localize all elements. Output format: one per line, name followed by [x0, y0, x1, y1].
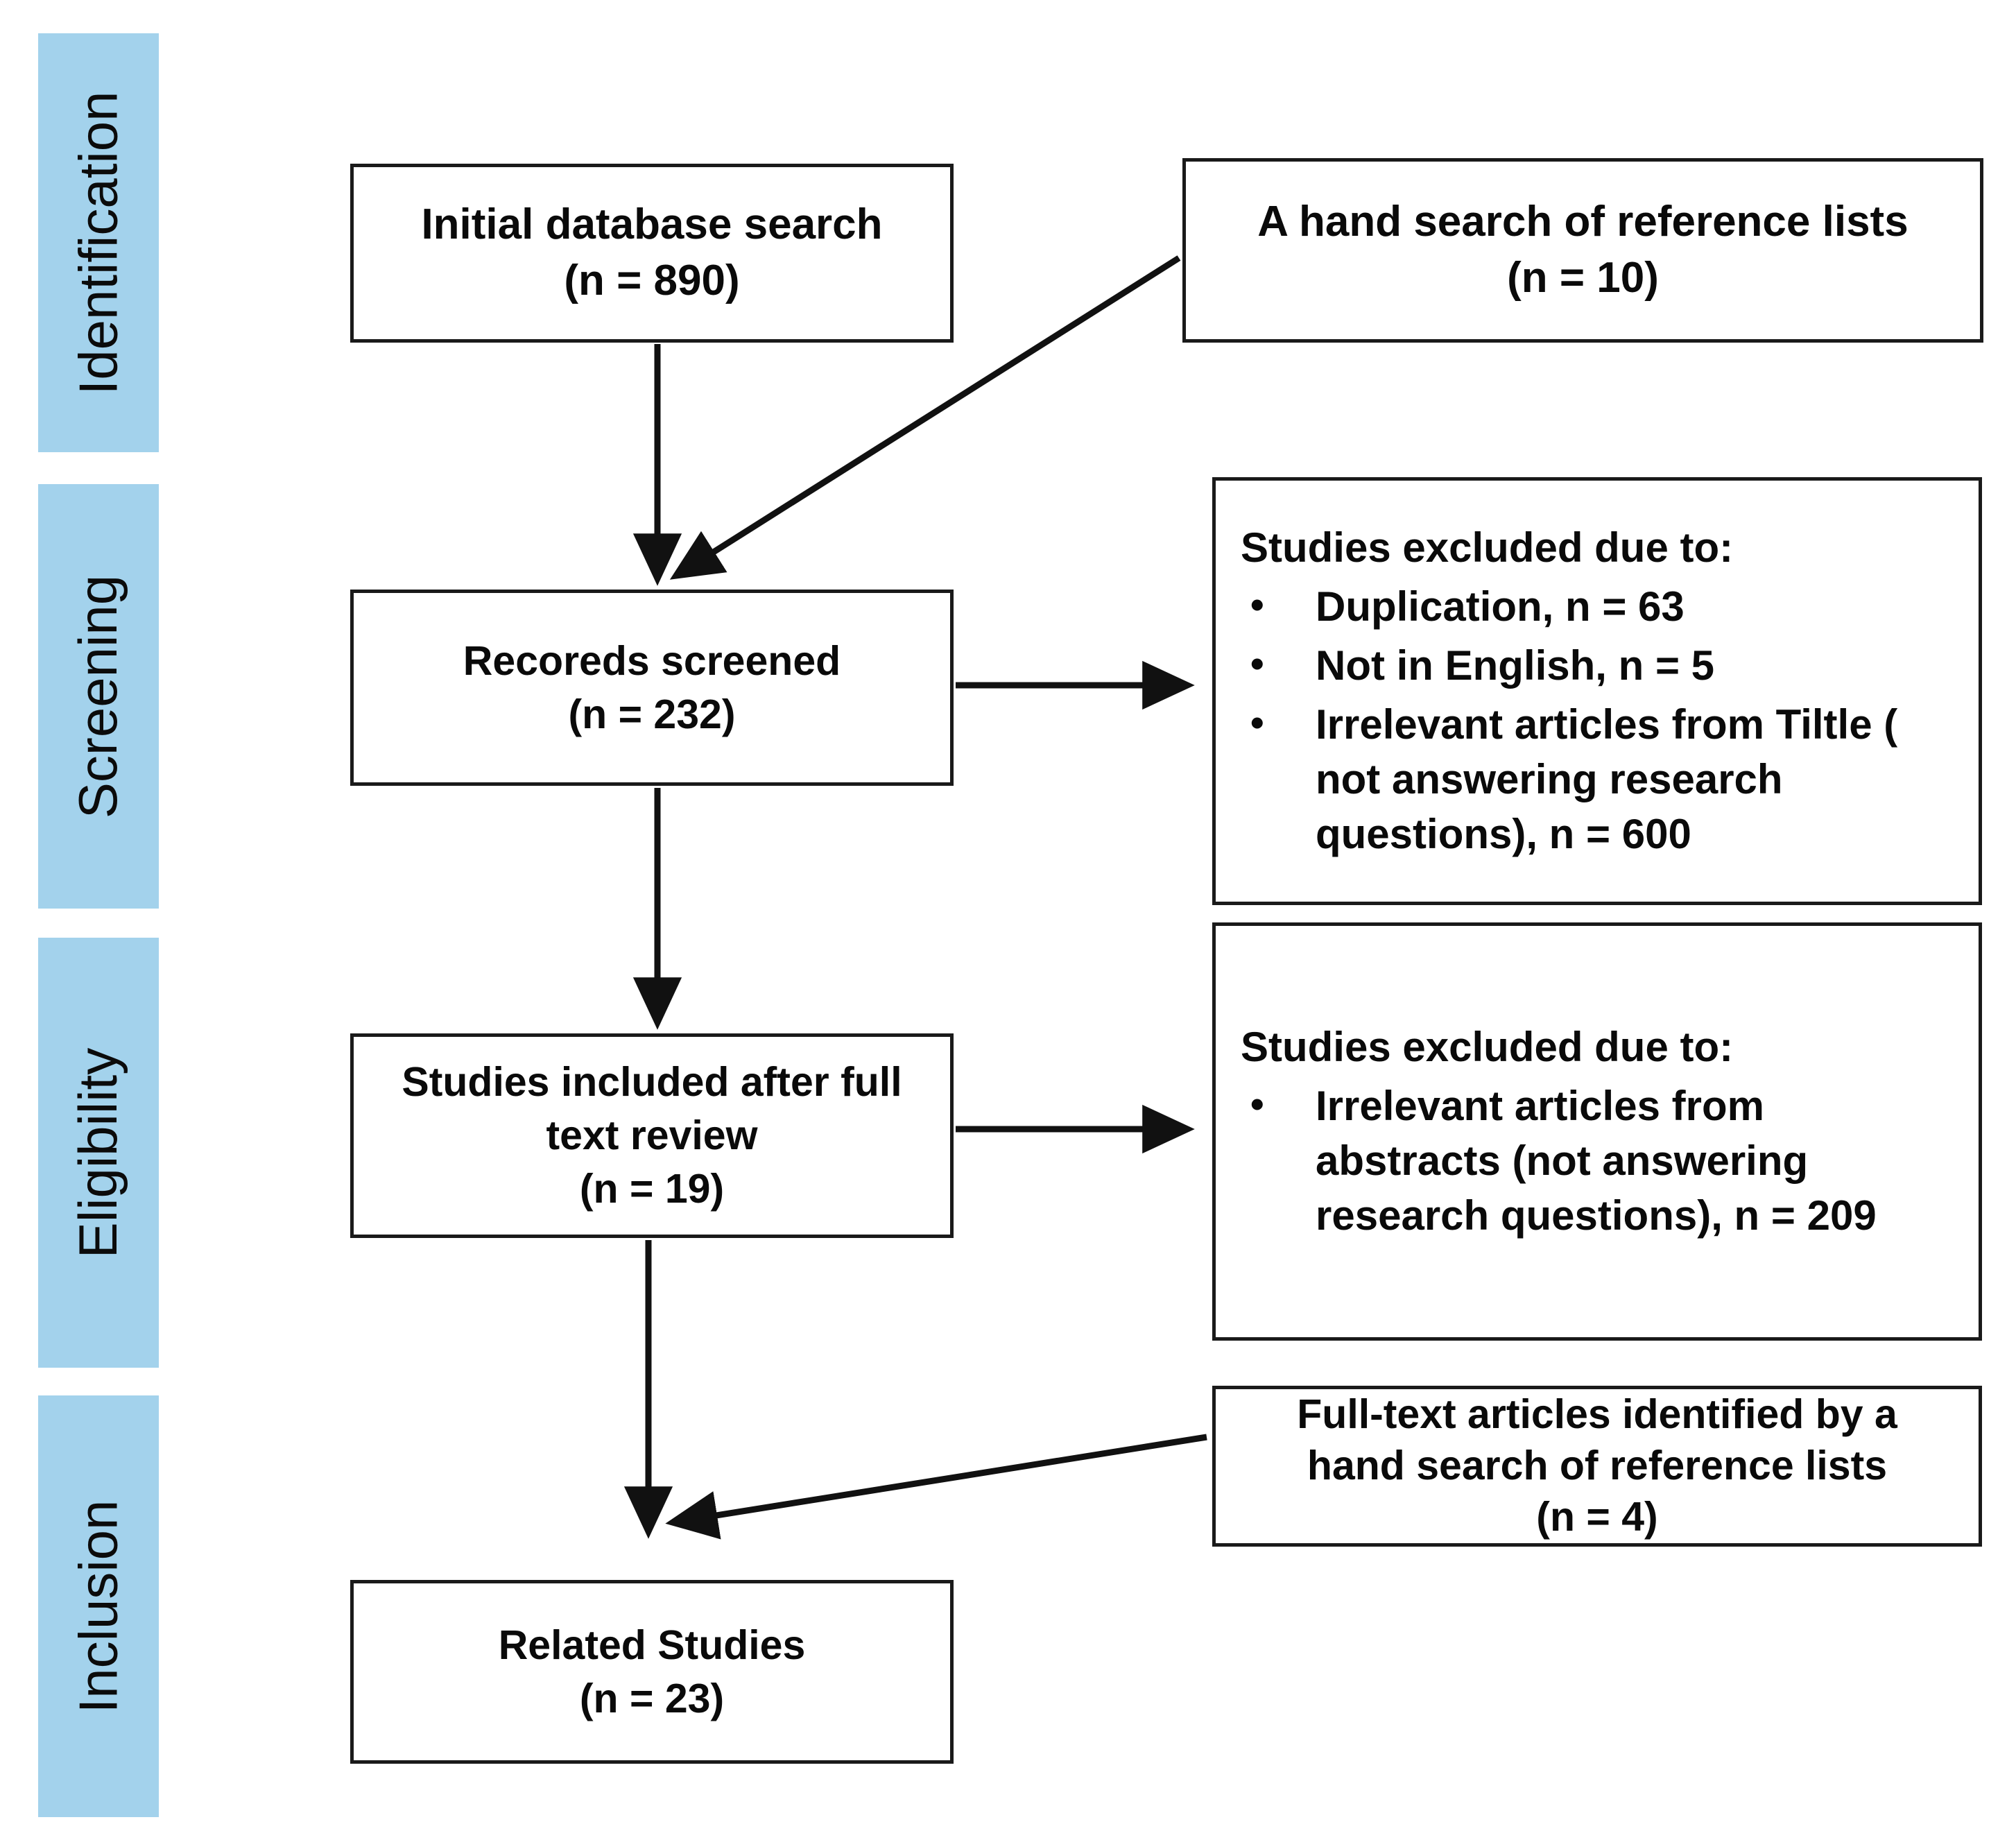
box-fulltext-articles-hand-search[interactable]: Full-text articles identified by a hand …: [1212, 1386, 1982, 1547]
handsearch-fulltext-count: (n = 4): [1536, 1493, 1658, 1540]
box-related-studies[interactable]: Related Studies (n = 23): [350, 1580, 954, 1764]
excluded-screening-list: • Duplication, n = 63 • Not in English, …: [1241, 579, 1955, 862]
phase-label-screening: Screening: [67, 574, 129, 818]
bullet-icon: •: [1250, 700, 1264, 744]
list-item: • Irrelevant articles from Tiltle ( not …: [1241, 697, 1955, 862]
box-initial-database-search[interactable]: Initial database search (n = 890): [350, 164, 954, 343]
phase-label-identification: Identification: [67, 91, 129, 395]
connector-handsearchfull-to-related: [665, 1434, 1207, 1540]
hand-search-title: A hand search of reference lists: [1257, 198, 1909, 246]
phase-bar-eligibility: Eligibility: [38, 938, 159, 1368]
bullet-icon: •: [1250, 1081, 1264, 1126]
handsearch-fulltext-line2: hand search of reference lists: [1307, 1443, 1888, 1489]
list-item: • Irrelevant articles from abstracts (no…: [1241, 1078, 1955, 1244]
phase-bar-identification: Identification: [38, 33, 159, 452]
list-item: • Duplication, n = 63: [1241, 579, 1955, 634]
full-text-review-count: (n = 19): [579, 1165, 725, 1212]
full-text-review-title-line1: Studies included after full: [402, 1059, 902, 1106]
full-text-review-title-line2: text review: [546, 1112, 758, 1159]
initial-search-title: Initial database search: [421, 200, 883, 249]
initial-search-count: (n = 890): [564, 257, 740, 304]
related-studies-count: (n = 23): [579, 1675, 725, 1721]
phase-bar-screening: Screening: [38, 484, 159, 909]
excluded-eligibility-title: Studies excluded due to:: [1241, 1023, 1734, 1070]
list-item: • Not in English, n = 5: [1241, 638, 1955, 693]
records-screened-title: Recoreds screened: [463, 637, 841, 684]
list-item-label: Duplication, n = 63: [1316, 583, 1685, 630]
box-studies-excluded-screening[interactable]: Studies excluded due to: • Duplication, …: [1212, 477, 1982, 905]
box-hand-search-reference-lists[interactable]: A hand search of reference lists (n = 10…: [1182, 158, 1983, 343]
phase-label-inclusion: Inclusion: [67, 1499, 129, 1713]
box-records-screened[interactable]: Recoreds screened (n = 232): [350, 590, 954, 786]
list-item-label: Irrelevant articles from Tiltle ( not an…: [1316, 700, 1898, 858]
phase-label-eligibility: Eligibility: [67, 1047, 129, 1258]
related-studies-title: Related Studies: [498, 1622, 806, 1668]
box-studies-included-after-full-text-review[interactable]: Studies included after full text review …: [350, 1033, 954, 1238]
bullet-icon: •: [1250, 582, 1264, 626]
bullet-icon: •: [1250, 641, 1264, 685]
excluded-eligibility-list: • Irrelevant articles from abstracts (no…: [1241, 1078, 1955, 1244]
handsearch-fulltext-line1: Full-text articles identified by a: [1297, 1391, 1897, 1438]
list-item-label: Irrelevant articles from abstracts (not …: [1316, 1082, 1877, 1239]
records-screened-count: (n = 232): [568, 691, 736, 737]
hand-search-count: (n = 10): [1507, 254, 1659, 302]
list-item-label: Not in English, n = 5: [1316, 642, 1715, 689]
excluded-screening-title: Studies excluded due to:: [1241, 524, 1734, 571]
box-studies-excluded-eligibility[interactable]: Studies excluded due to: • Irrelevant ar…: [1212, 922, 1982, 1341]
phase-bar-inclusion: Inclusion: [38, 1395, 159, 1817]
